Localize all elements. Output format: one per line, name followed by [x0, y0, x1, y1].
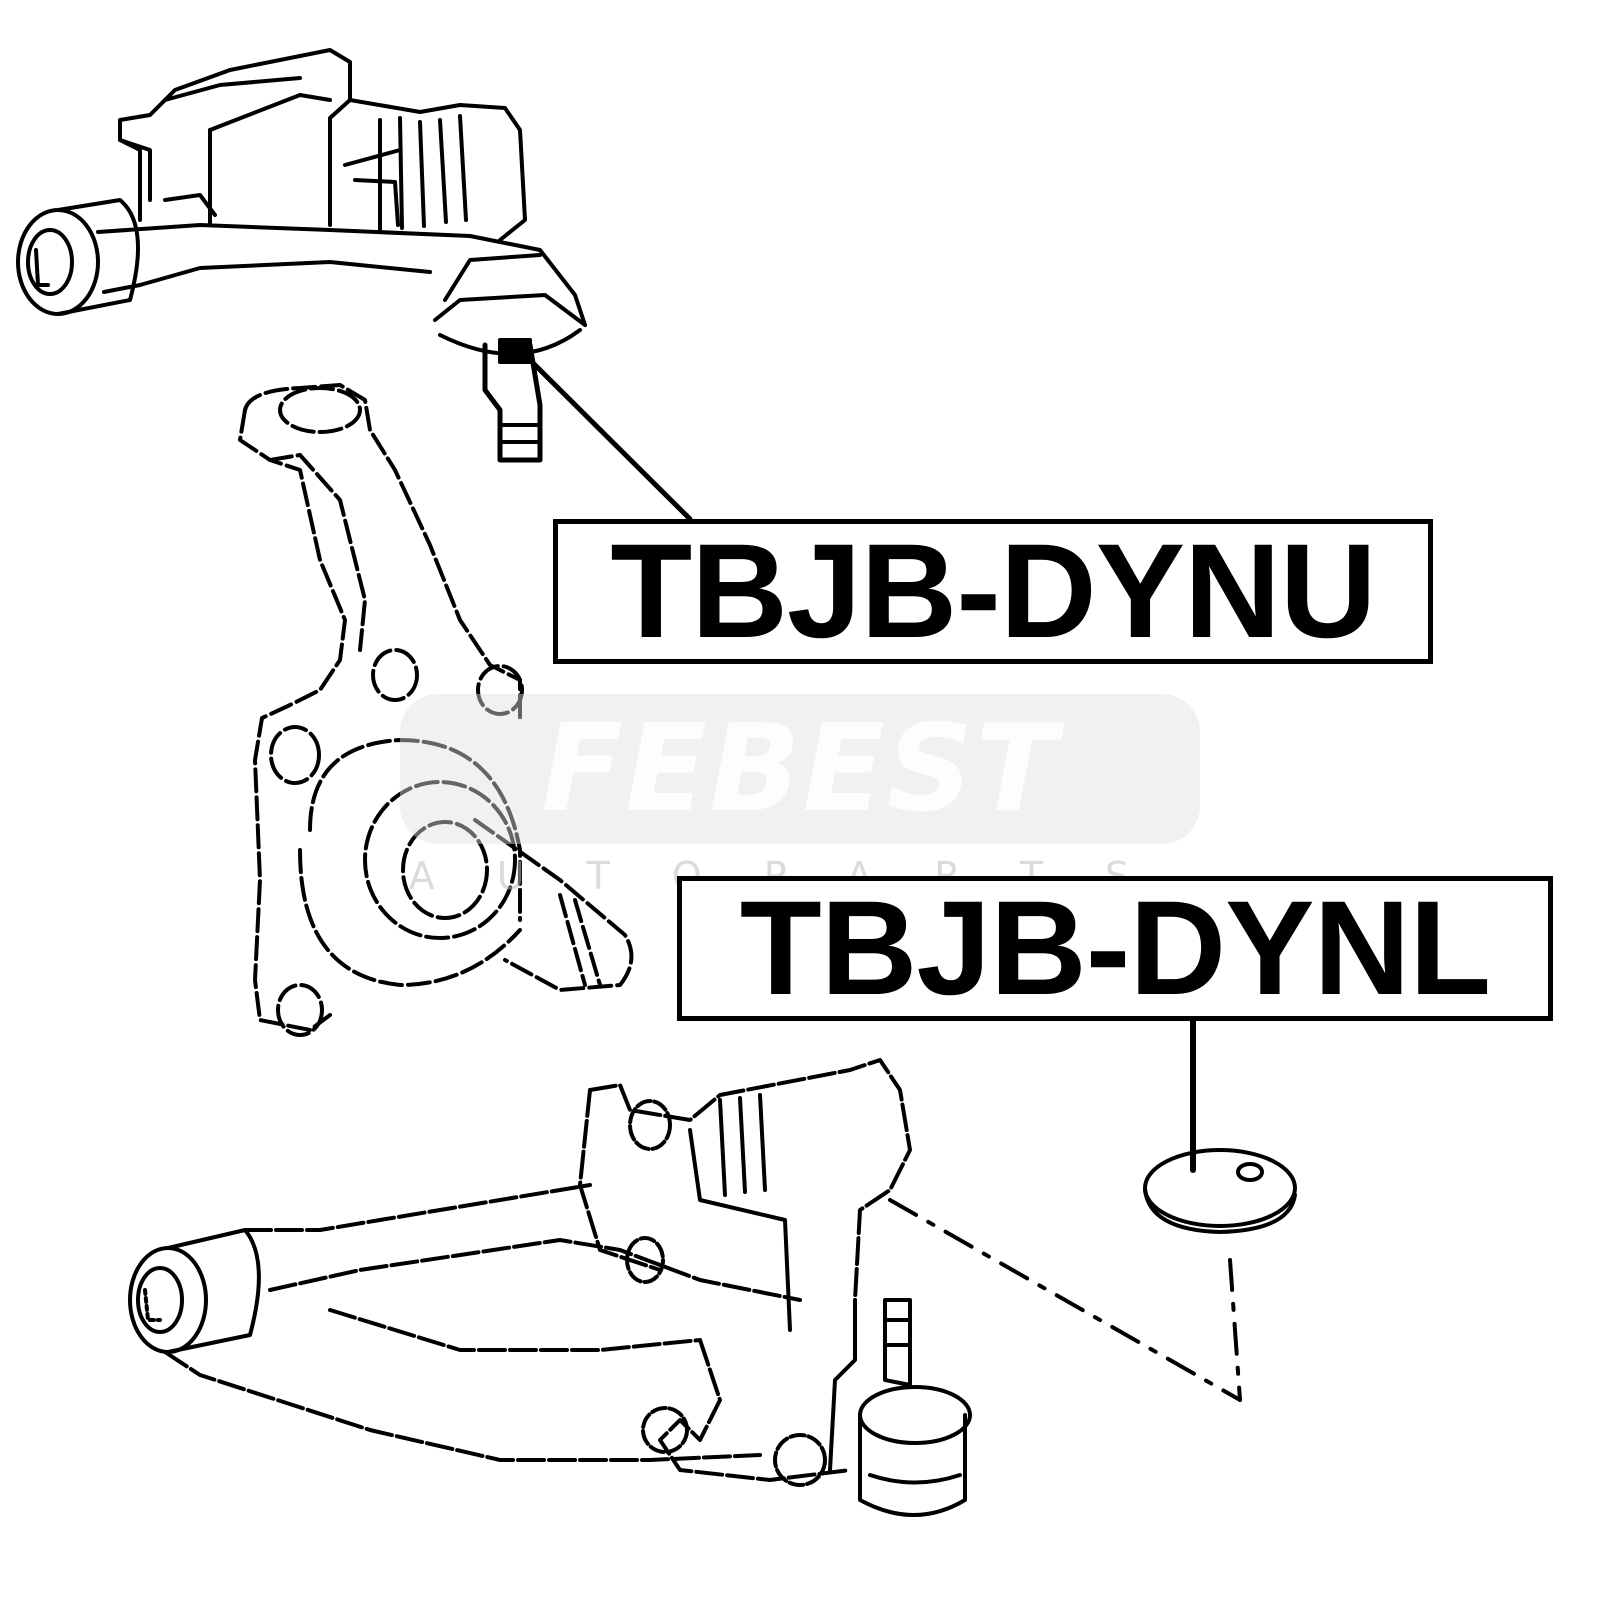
steering-knuckle [238, 383, 634, 1037]
upper-ball-joint [482, 338, 543, 463]
lower-ball-joint-cap [1143, 1148, 1297, 1234]
leader-line-upper [527, 357, 693, 522]
projection-lines [888, 1198, 1242, 1402]
part-number-upper: TBJB-DYNU [610, 516, 1376, 666]
part-label-lower: TBJB-DYNL [677, 876, 1553, 1021]
lower-control-arm [128, 1058, 972, 1517]
upper-control-arm [16, 48, 587, 356]
part-number-lower: TBJB-DYNL [739, 873, 1491, 1023]
part-label-upper: TBJB-DYNU [553, 519, 1433, 664]
